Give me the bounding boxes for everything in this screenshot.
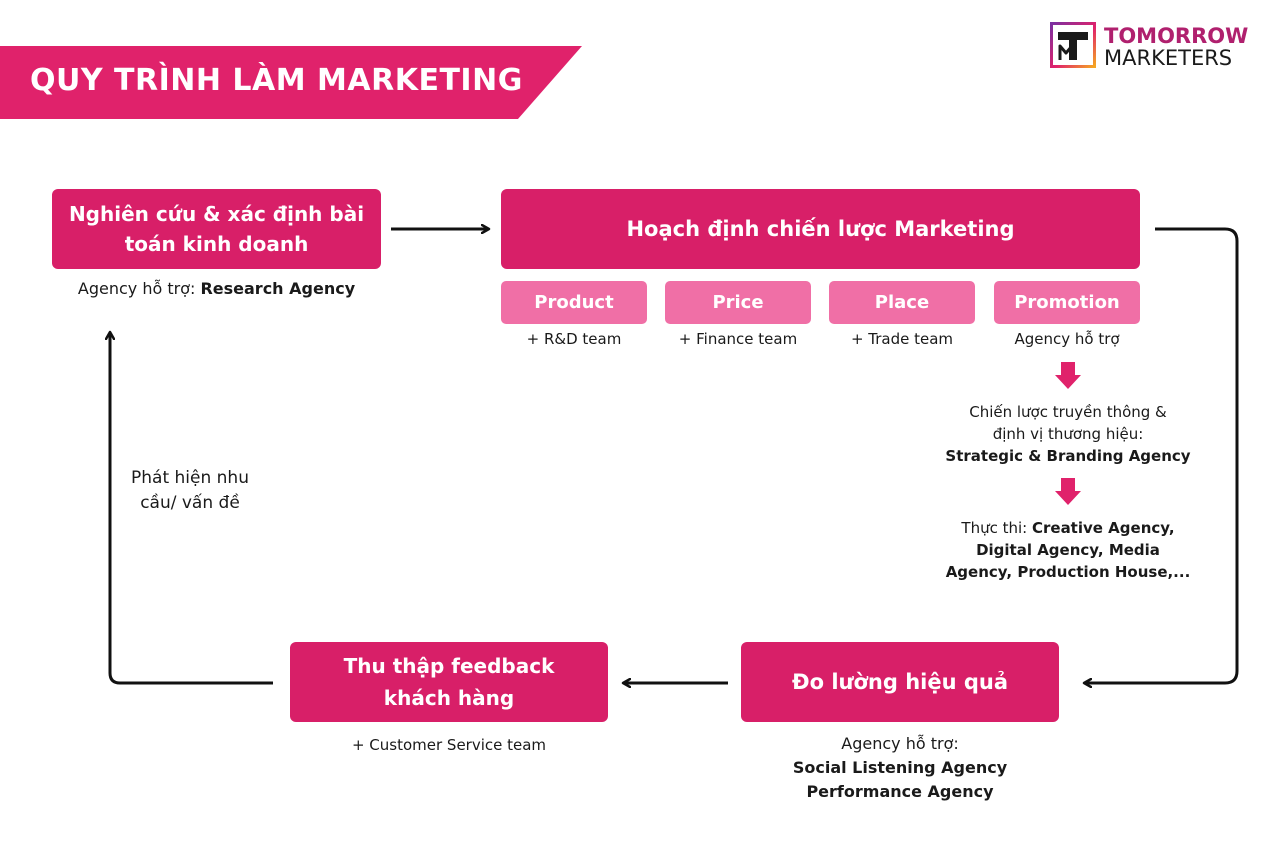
mix-place-caption: + Trade team bbox=[850, 330, 954, 348]
promotion-strategy-line2: định vị thương hiệu: bbox=[992, 425, 1144, 443]
measure-caption-line1: Agency hỗ trợ: bbox=[841, 734, 959, 753]
promotion-execution-prefix: Thực thi: bbox=[961, 519, 1032, 537]
research-caption-prefix: Agency hỗ trợ: bbox=[77, 279, 201, 298]
arrow-strategy-to-measure bbox=[1084, 227, 1239, 683]
mix-product-label: Product bbox=[534, 292, 614, 313]
measure-caption-line2: Social Listening Agency bbox=[792, 758, 1008, 777]
promotion-strategy-text: Chiến lược truyền thông & định vị thương… bbox=[930, 401, 1206, 467]
promotion-execution-text: Thực thi: Creative Agency, Digital Agenc… bbox=[930, 517, 1206, 583]
mix-product-caption: + R&D team bbox=[526, 330, 622, 348]
step-strategy-title: Hoạch định chiến lược Marketing bbox=[626, 217, 1015, 241]
step-research-box: Nghiên cứu & xác định bài toán kinh doan… bbox=[52, 189, 381, 269]
arrow-feedback-to-research bbox=[110, 332, 273, 685]
research-caption: Agency hỗ trợ: Research Agency bbox=[52, 278, 381, 300]
measure-caption: Agency hỗ trợ: Social Listening Agency P… bbox=[741, 732, 1059, 804]
mix-place-label: Place bbox=[874, 292, 930, 313]
title-banner bbox=[0, 46, 582, 119]
promotion-execution-line2: Digital Agency, Media bbox=[976, 541, 1160, 559]
step-research-title: Nghiên cứu & xác định bài toán kinh doan… bbox=[68, 202, 365, 256]
promotion-strategy-line1: Chiến lược truyền thông & bbox=[969, 403, 1167, 421]
mix-price-box: Price bbox=[665, 281, 811, 324]
mix-promotion-caption: Agency hỗ trợ bbox=[1014, 330, 1120, 348]
promotion-execution-line1: Creative Agency, bbox=[1031, 519, 1175, 537]
mix-price-label: Price bbox=[712, 292, 764, 313]
step-strategy-box: Hoạch định chiến lược Marketing bbox=[501, 189, 1140, 269]
logo-icon bbox=[1050, 22, 1096, 68]
feedback-caption: + Customer Service team bbox=[351, 736, 547, 754]
step-feedback-title: Thu thập feedback khách hàng bbox=[343, 654, 555, 710]
promotion-strategy-agency: Strategic & Branding Agency bbox=[945, 447, 1191, 465]
down-arrow-icon bbox=[1055, 478, 1081, 505]
research-caption-agency: Research Agency bbox=[200, 279, 356, 298]
mix-promotion-label: Promotion bbox=[1014, 292, 1120, 313]
loop-label-line1: Phát hiện nhu bbox=[131, 468, 249, 488]
down-arrow-icon bbox=[1055, 362, 1081, 389]
loop-label-line2: cầu/ vấn đề bbox=[140, 493, 240, 513]
logo-text-marketers: MARKETERS bbox=[1104, 46, 1233, 70]
step-measure-title: Đo lường hiệu quả bbox=[791, 670, 1008, 694]
promotion-execution-line3: Agency, Production House,... bbox=[945, 563, 1191, 581]
measure-caption-line3: Performance Agency bbox=[806, 782, 994, 801]
step-measure-box: Đo lường hiệu quả bbox=[741, 642, 1059, 722]
logo-text-tomorrow: TOMORROW bbox=[1104, 24, 1249, 48]
step-feedback-box: Thu thập feedback khách hàng bbox=[290, 642, 608, 722]
mix-product-box: Product bbox=[501, 281, 647, 324]
page-title: QUY TRÌNH LÀM MARKETING bbox=[30, 63, 523, 98]
mix-price-caption: + Finance team bbox=[678, 330, 798, 348]
loop-label: Phát hiện nhu cầu/ vấn đề bbox=[110, 466, 270, 516]
mix-promotion-box: Promotion bbox=[994, 281, 1140, 324]
mix-place-box: Place bbox=[829, 281, 975, 324]
